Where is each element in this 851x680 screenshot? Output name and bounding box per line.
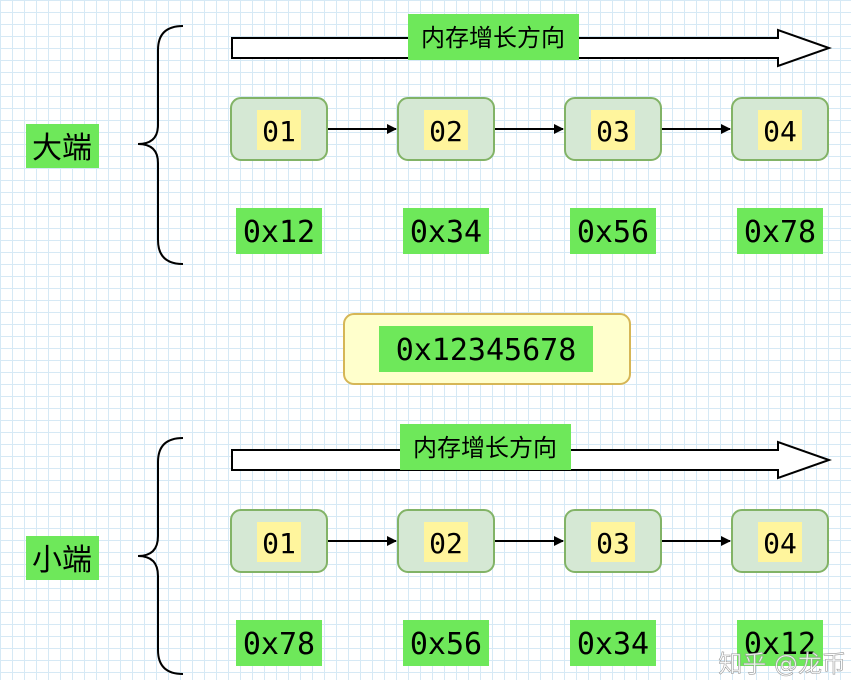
little-endian-arrow-label-bg	[400, 424, 571, 470]
cell-text-highlight	[257, 110, 301, 150]
cell-address: 01	[262, 115, 296, 148]
byte-value-bg	[403, 208, 489, 254]
big-endian-label-bg	[26, 124, 99, 168]
center-value: 0x12345678	[396, 333, 577, 368]
cell-text-highlight	[758, 110, 802, 150]
little-endian-section: 小端 内存增长方向 01 02 03 04 0	[26, 424, 833, 675]
byte-value-bg	[737, 208, 823, 254]
cell-text-highlight	[424, 110, 468, 150]
cell-text-highlight	[424, 522, 468, 562]
center-value-box: 0x12345678	[343, 313, 631, 385]
little-endian-cell: 03	[564, 509, 662, 573]
little-endian-brace	[137, 437, 184, 675]
byte-value-bg	[737, 620, 823, 666]
little-endian-arrow-label: 内存增长方向	[413, 434, 557, 462]
cell-address: 03	[596, 115, 630, 148]
big-endian-cell: 01	[230, 97, 328, 161]
byte-value-bg	[236, 208, 322, 254]
cell-text-highlight	[591, 110, 635, 150]
big-endian-byte-value: 0x56	[577, 215, 649, 250]
big-endian-label: 大端	[32, 131, 92, 166]
byte-value-bg	[570, 208, 656, 254]
little-endian-label: 小端	[32, 543, 92, 578]
big-endian-byte-value: 0x78	[744, 215, 816, 250]
little-endian-label-bg	[26, 536, 99, 580]
little-endian-cell: 04	[731, 509, 829, 573]
cell-text-highlight	[257, 522, 301, 562]
cell-address: 04	[763, 115, 797, 148]
cell-address: 02	[429, 527, 463, 560]
big-endian-arrow-label: 内存增长方向	[421, 24, 565, 52]
little-endian-byte-value: 0x78	[243, 627, 315, 662]
big-endian-arrow-label-bg	[408, 14, 579, 60]
little-endian-cell: 02	[397, 509, 495, 573]
cell-text-highlight	[591, 522, 635, 562]
cell-address: 02	[429, 115, 463, 148]
big-endian-byte-value: 0x34	[410, 215, 482, 250]
little-endian-byte-value: 0x56	[410, 627, 482, 662]
big-endian-byte-value: 0x12	[243, 215, 315, 250]
cell-address: 01	[262, 527, 296, 560]
little-endian-byte-value: 0x12	[744, 627, 816, 662]
big-endian-cell: 03	[564, 97, 662, 161]
cell-text-highlight	[758, 522, 802, 562]
cell-address: 04	[763, 527, 797, 560]
big-endian-brace	[137, 25, 184, 265]
center-value-text-bg	[379, 326, 593, 372]
little-endian-byte-value: 0x34	[577, 627, 649, 662]
watermark: 知乎 @龙币	[718, 650, 846, 678]
byte-value-bg	[570, 620, 656, 666]
big-endian-cell: 04	[731, 97, 829, 161]
byte-value-bg	[403, 620, 489, 666]
big-endian-cell: 02	[397, 97, 495, 161]
byte-value-bg	[236, 620, 322, 666]
little-endian-cell: 01	[230, 509, 328, 573]
cell-address: 03	[596, 527, 630, 560]
big-endian-section: 大端 内存增长方向 01 02 03 04 0	[26, 14, 833, 265]
